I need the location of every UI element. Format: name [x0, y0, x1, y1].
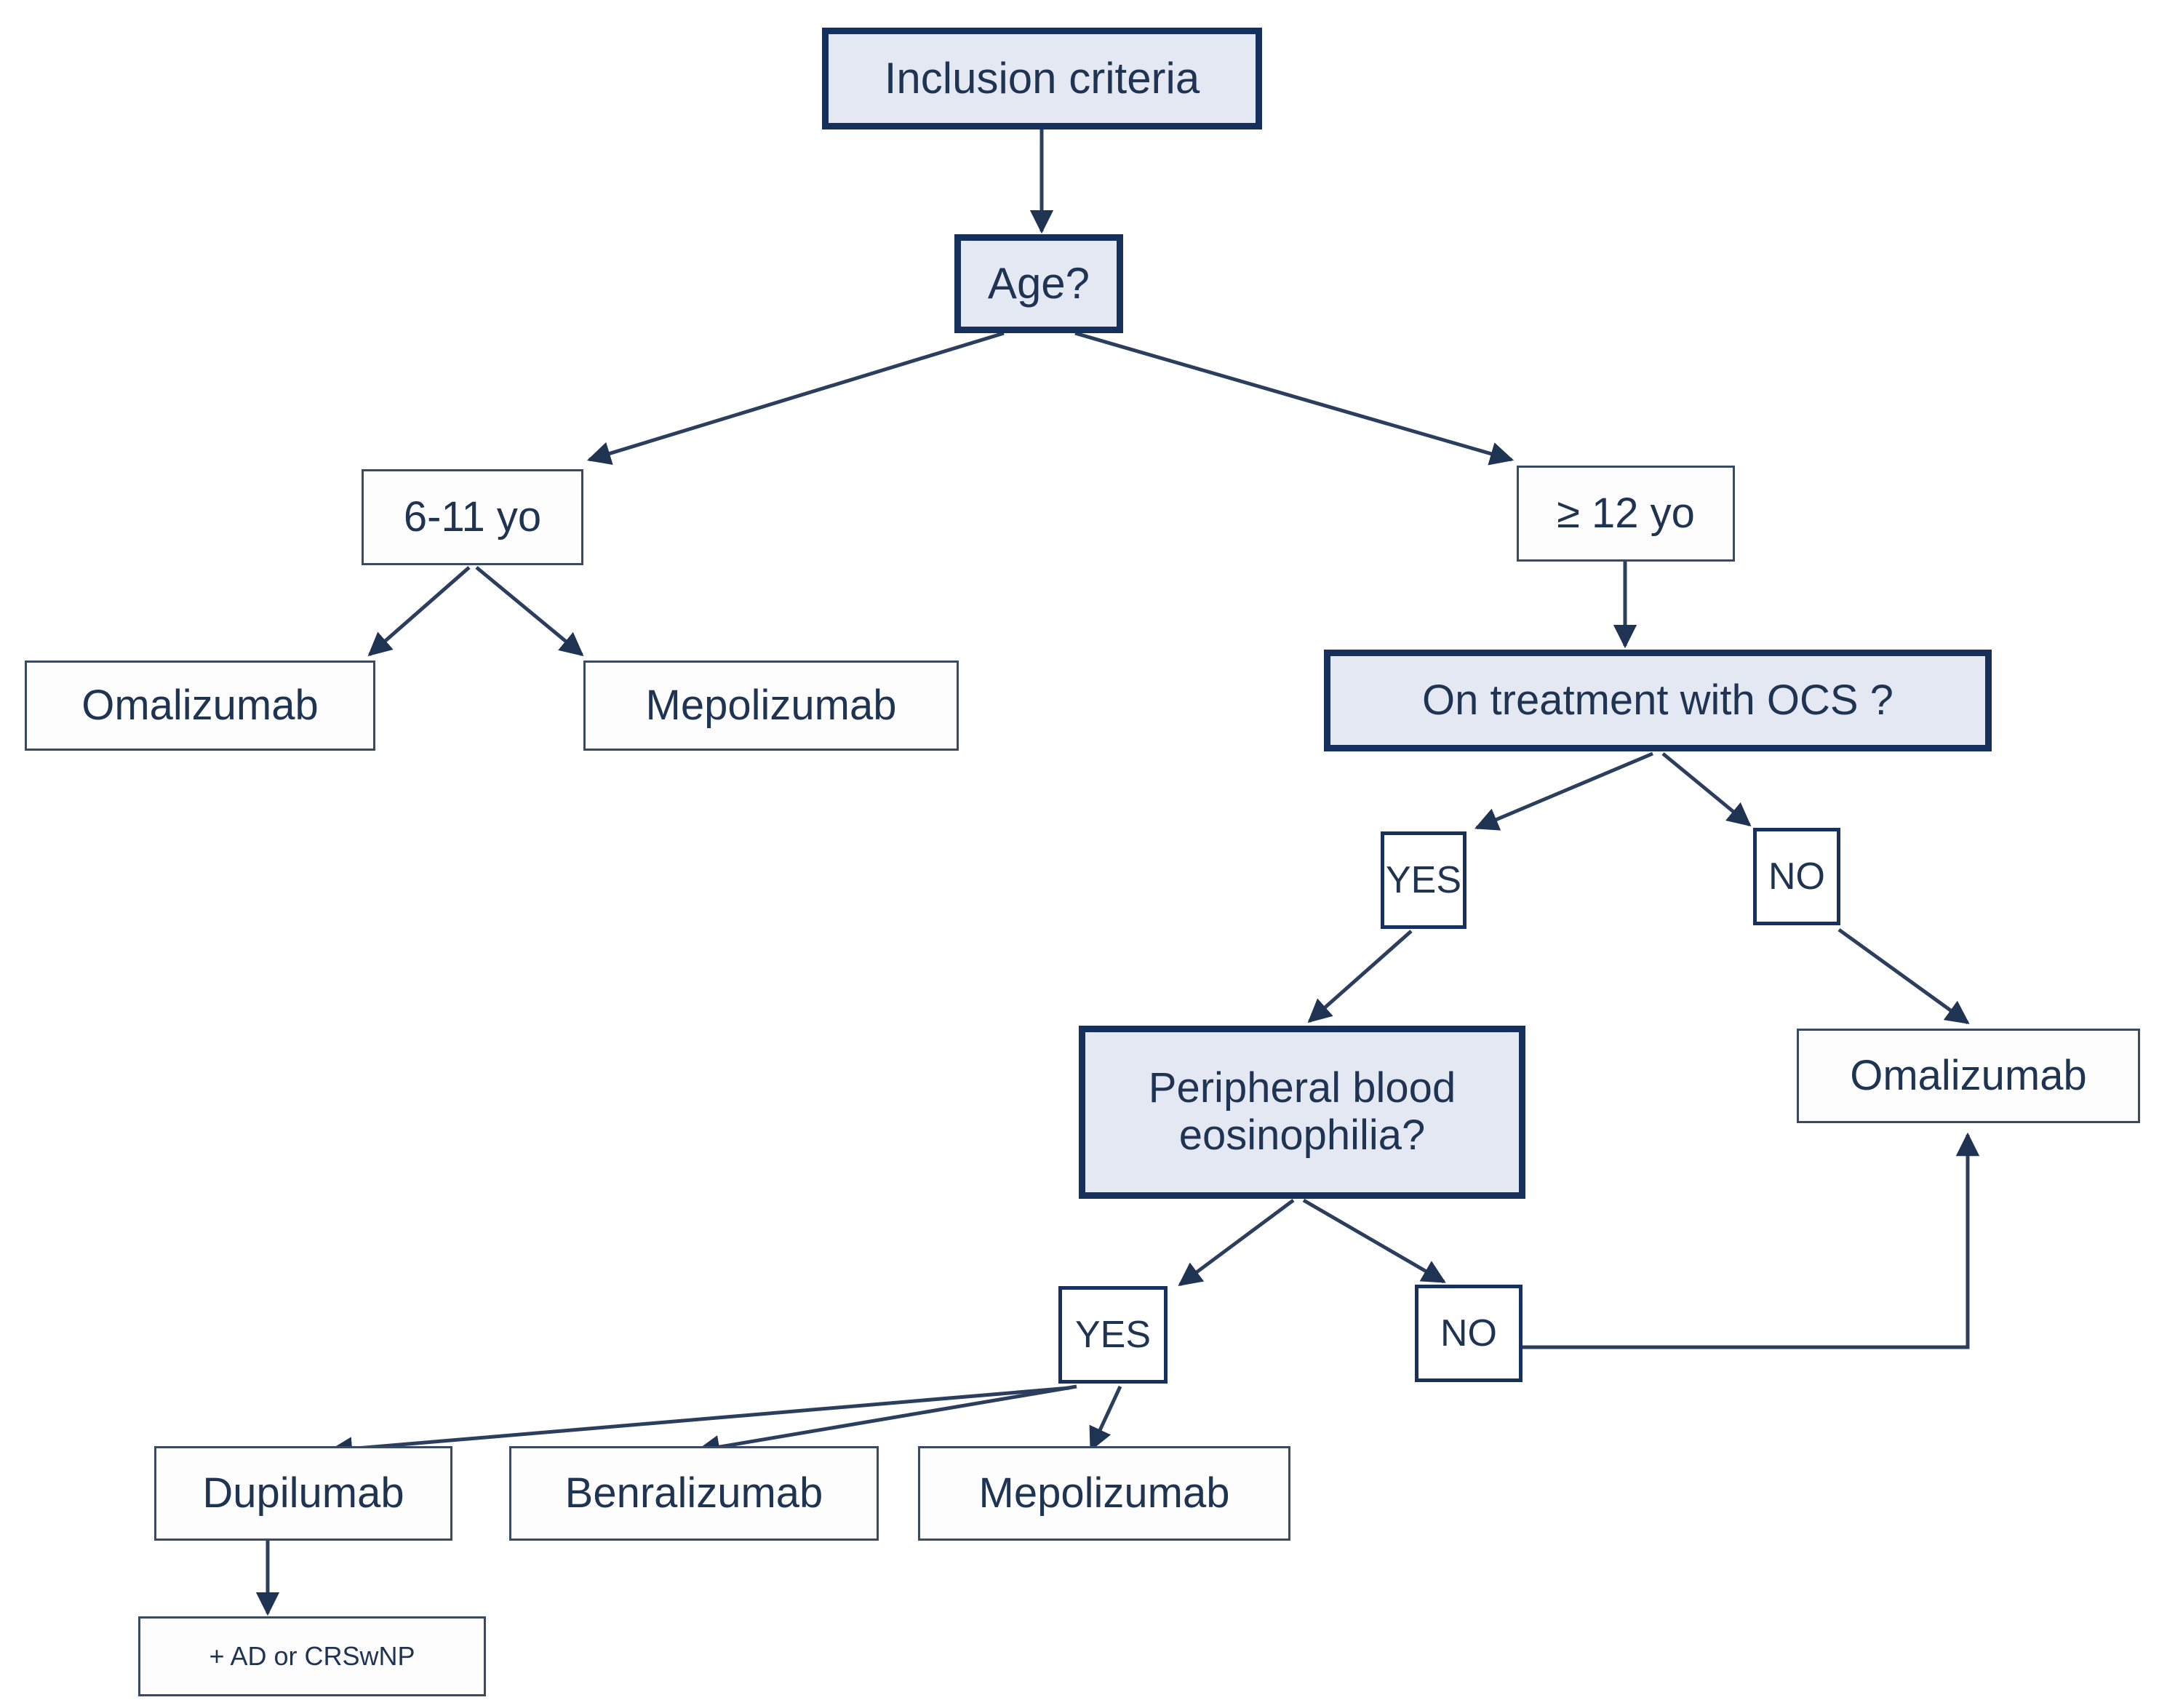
edge-ocs-to-no: [1661, 752, 1752, 827]
node-ocs-no[interactable]: NO: [1753, 828, 1840, 925]
node-label: Mepolizumab: [978, 1469, 1230, 1517]
node-label: 6-11 yo: [403, 492, 542, 540]
edge-ocs-to-yes: [1474, 751, 1653, 831]
node-inclusion-criteria[interactable]: Inclusion criteria: [822, 28, 1262, 129]
edge-age-to-child: [586, 331, 1005, 466]
node-label: Peripheral blood eosinophilia?: [1148, 1064, 1456, 1159]
node-label: Mepolizumab: [645, 681, 897, 729]
node-label: Inclusion criteria: [884, 54, 1200, 103]
edge-age-to-adult: [1074, 331, 1515, 466]
edge-eos-to-no: [1302, 1198, 1446, 1284]
node-age-6-11[interactable]: 6-11 yo: [362, 469, 583, 565]
node-label: Benralizumab: [564, 1469, 823, 1517]
node-ocs-yes[interactable]: YES: [1381, 831, 1466, 929]
edge-eos-to-yes: [1178, 1198, 1295, 1287]
node-label: Dupilumab: [202, 1469, 404, 1517]
edge-child-to-omalizumab: [367, 566, 471, 657]
edge-child-to-mepolizumab: [475, 566, 584, 657]
node-mepolizumab[interactable]: Mepolizumab: [918, 1446, 1290, 1541]
edge-ocsno-to-omalizumab: [1837, 927, 1970, 1025]
node-label: YES: [1074, 1313, 1152, 1356]
edge-eosyes-to-dupilumab: [328, 1386, 1070, 1461]
node-age-12-plus[interactable]: ≥ 12 yo: [1517, 466, 1735, 562]
node-label: YES: [1385, 858, 1462, 901]
edge-eosyes-to-benralizumab: [695, 1384, 1077, 1459]
node-label: Omalizumab: [81, 681, 319, 729]
node-age-question[interactable]: Age?: [954, 234, 1123, 333]
node-label: On treatment with OCS ?: [1422, 676, 1893, 724]
node-dupilumab-note[interactable]: + AD or CRSwNP: [138, 1616, 486, 1696]
node-label: NO: [1768, 855, 1825, 898]
node-label: NO: [1440, 1312, 1497, 1354]
edge-eosyes-to-mepolizumab: [1089, 1385, 1122, 1451]
node-label: Omalizumab: [1850, 1051, 2087, 1099]
node-child-omalizumab[interactable]: Omalizumab: [25, 661, 375, 751]
node-eosinophilia-question[interactable]: Peripheral blood eosinophilia?: [1079, 1026, 1525, 1199]
node-ocs-no-omalizumab[interactable]: Omalizumab: [1797, 1029, 2140, 1123]
node-eos-no[interactable]: NO: [1415, 1285, 1523, 1382]
node-label: + AD or CRSwNP: [209, 1640, 415, 1671]
node-child-mepolizumab[interactable]: Mepolizumab: [583, 661, 959, 751]
edge-eosno-to-omalizumab: [1520, 1132, 1980, 1349]
node-label: ≥ 12 yo: [1557, 489, 1695, 537]
node-eos-yes[interactable]: YES: [1058, 1286, 1168, 1384]
node-label: Age?: [987, 259, 1090, 308]
node-ocs-question[interactable]: On treatment with OCS ?: [1324, 650, 1992, 751]
node-dupilumab[interactable]: Dupilumab: [154, 1446, 452, 1541]
node-benralizumab[interactable]: Benralizumab: [509, 1446, 879, 1541]
edge-ocsyes-to-eosinophilia: [1307, 930, 1413, 1023]
